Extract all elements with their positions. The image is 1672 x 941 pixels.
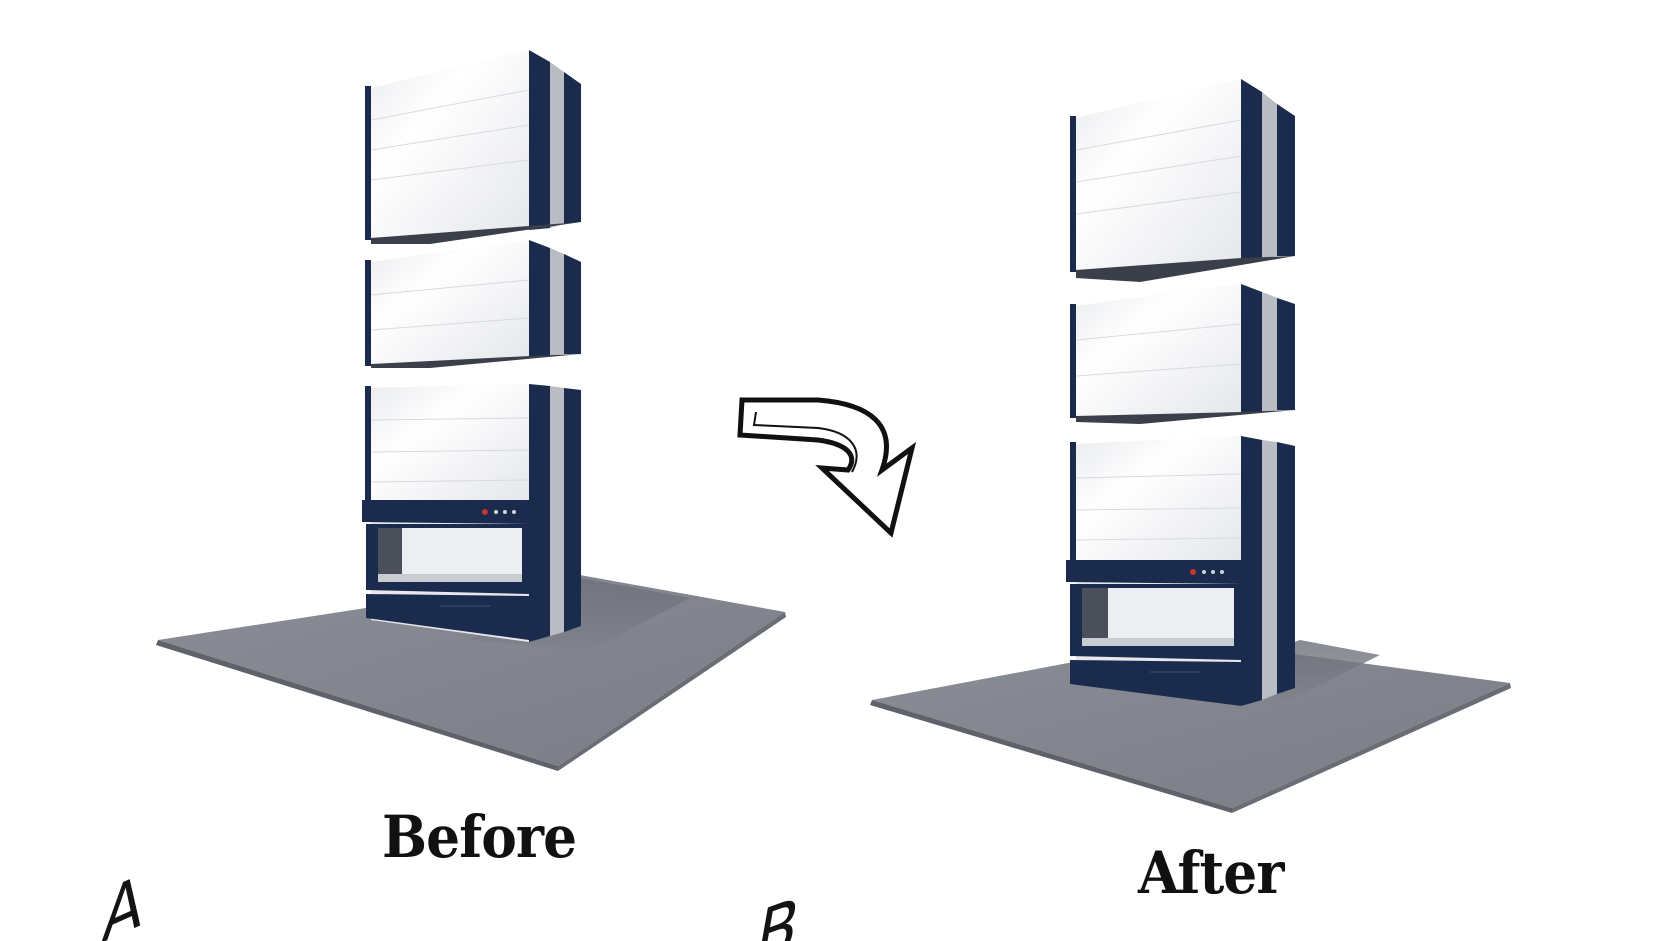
floor-letter-b: B [749, 881, 805, 941]
module-middle-after [1070, 284, 1295, 424]
module-top-before [365, 50, 581, 244]
floor-letter-a: A [99, 858, 148, 941]
after-caption: After [1138, 839, 1284, 907]
module-top-after [1070, 79, 1295, 282]
after-illustration: B [749, 79, 1511, 941]
transition-arrow-icon [737, 397, 917, 538]
module-base-before [362, 384, 581, 642]
floor-a-edge [156, 640, 558, 771]
before-illustration: A [99, 50, 786, 941]
floor-b [872, 640, 1510, 808]
module-base-after [1066, 436, 1295, 706]
before-caption: Before [382, 803, 577, 871]
module-middle-before [365, 240, 581, 368]
